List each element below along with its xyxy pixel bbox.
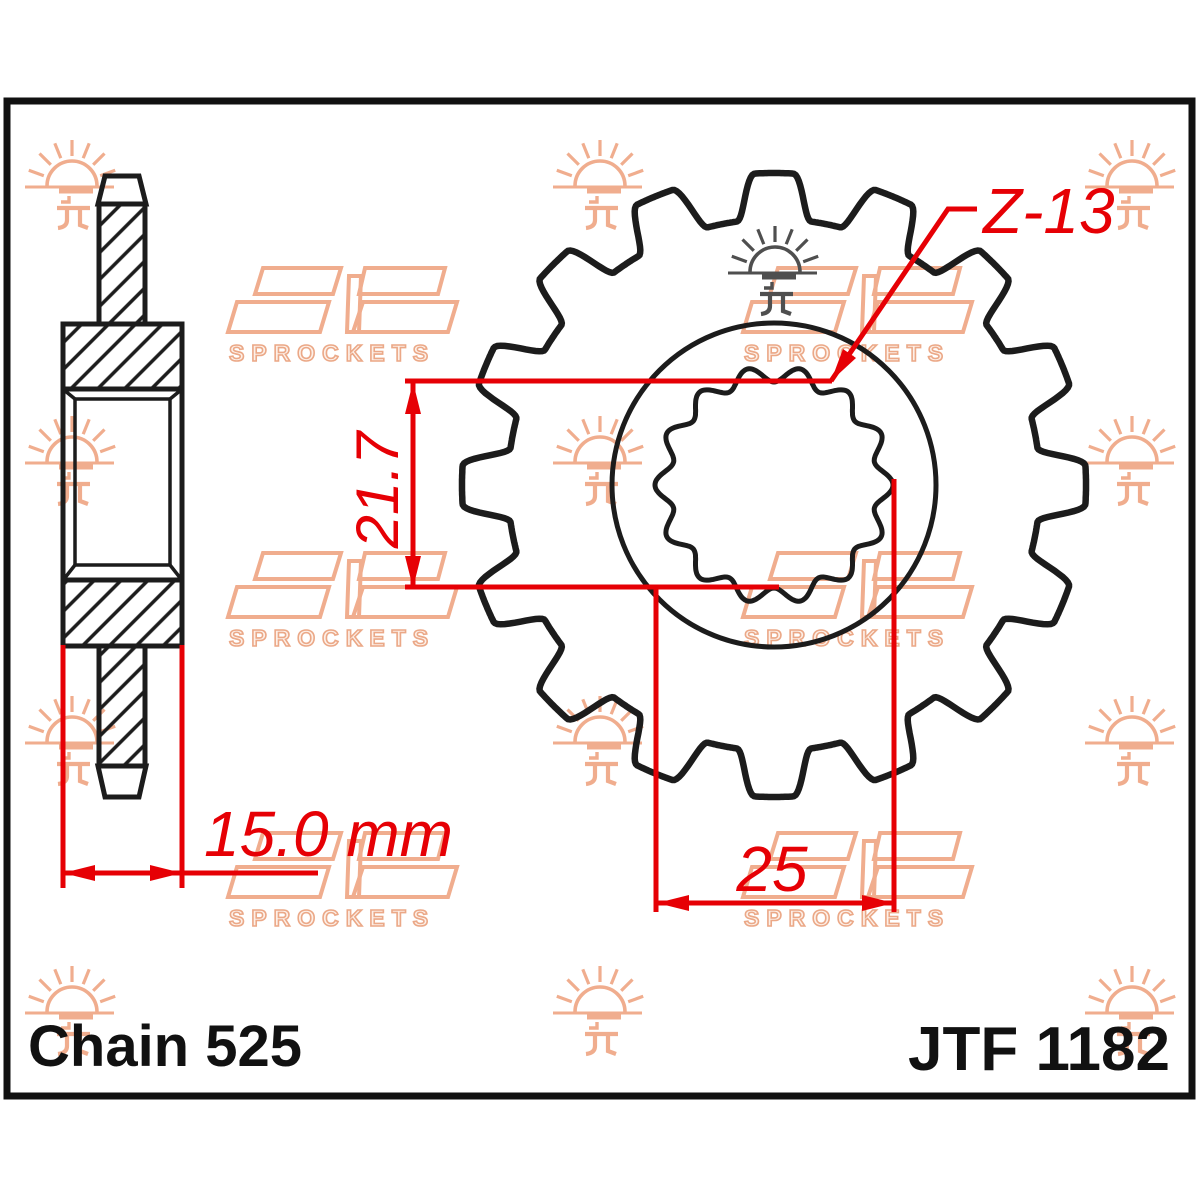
sprockets-watermark-text: SPROCKETS	[229, 625, 435, 651]
section-tooth-bottom	[94, 763, 150, 800]
sun-logo-icon	[25, 416, 115, 504]
dim-hub-width-label: 15.0 mm	[204, 798, 453, 870]
jt-sprockets-logo-icon: SPROCKETS	[226, 266, 459, 367]
sun-logo-icon	[1085, 696, 1175, 784]
sprockets-watermark-text: SPROCKETS	[229, 340, 435, 366]
section-tooth-top	[94, 173, 150, 207]
spline-bore-outline	[652, 366, 896, 604]
hub-circle	[609, 320, 939, 650]
sun-logo-icon	[553, 966, 643, 1054]
jt-sprockets-logo-icon: SPROCKETS	[741, 266, 974, 367]
arrow-down-icon	[405, 556, 421, 588]
arrow-up-icon	[405, 382, 421, 414]
dimension-15-0: 15.0 mm	[60, 645, 453, 888]
sun-logo-icon	[553, 140, 643, 228]
dim-bore-major-label: 25	[735, 833, 808, 905]
dimension-25: 25	[653, 479, 897, 912]
arrow-right-icon	[862, 895, 894, 911]
arrow-leader-icon	[831, 349, 856, 381]
sprockets-watermark-text: SPROCKETS	[744, 340, 950, 366]
frame-border	[3, 97, 1196, 1100]
arrow-left-icon	[63, 865, 95, 881]
sun-logo-icon	[553, 416, 643, 504]
left-section-view	[60, 173, 185, 800]
watermark-layer: SPROCKETS SPROCKETS SPROCKETS SPROCKETS SPRO…	[25, 140, 1175, 1054]
sprocket-teeth-outline	[458, 169, 1090, 801]
part-number-label: JTF 1182	[908, 1015, 1170, 1084]
section-bore-inner	[62, 388, 183, 581]
chain-size-label: Chain 525	[28, 1014, 302, 1079]
dimension-21-7: 21.7	[344, 378, 832, 590]
jt-sprockets-logo-icon: SPROCKETS	[226, 551, 459, 652]
teeth-count-callout: Z-13	[828, 175, 1115, 383]
sprockets-watermark-text: SPROCKETS	[229, 905, 435, 931]
jt-sprockets-logo-icon: SPROCKETS	[226, 831, 459, 932]
arrow-left-icon	[657, 895, 689, 911]
jt-sprockets-logo-icon: SPROCKETS	[741, 551, 974, 652]
front-view	[458, 169, 1090, 801]
dim-bore-flats-label: 21.7	[344, 429, 411, 549]
sun-logo-icon	[1085, 416, 1175, 504]
sprockets-watermark-text: SPROCKETS	[744, 905, 950, 931]
teeth-count-label: Z-13	[981, 175, 1115, 247]
arrow-right-icon	[150, 865, 182, 881]
jt-sprockets-logo-icon: SPROCKETS	[741, 831, 974, 932]
